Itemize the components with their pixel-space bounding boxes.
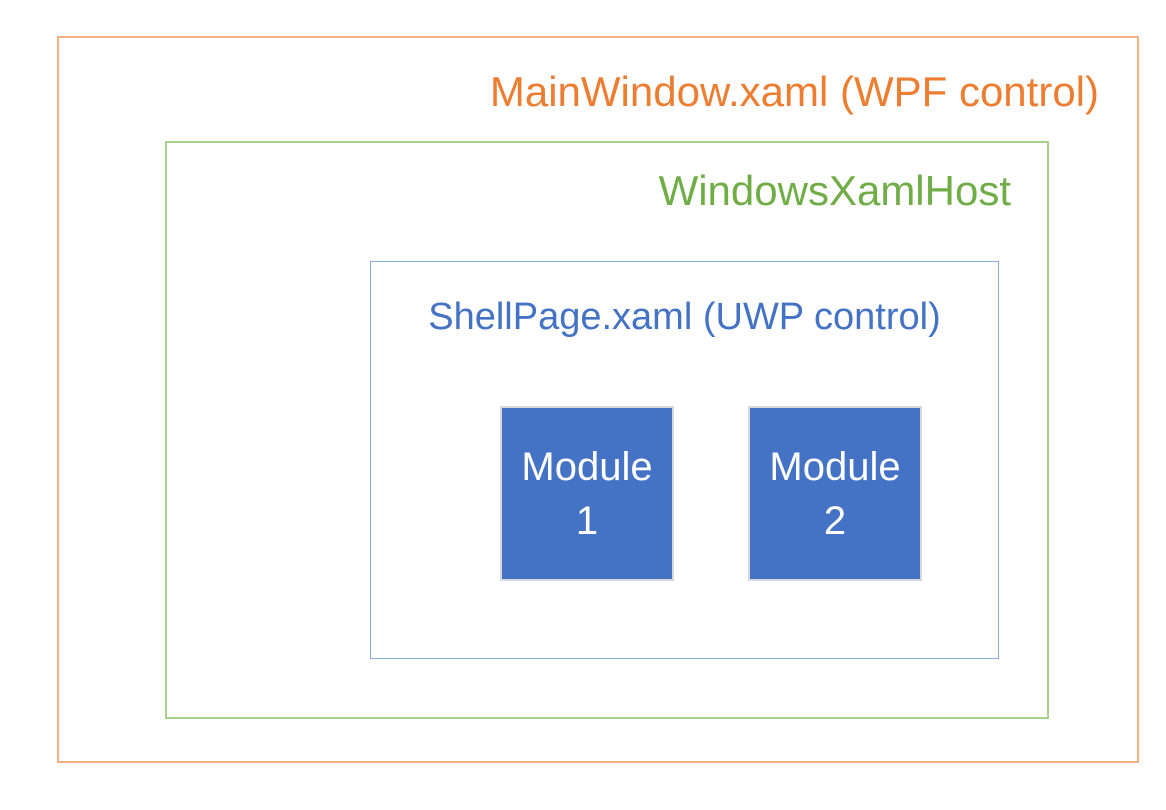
main-window-label: MainWindow.xaml (WPF control) [489,68,1099,115]
module-2-label-line2: 2 [823,498,847,543]
windows-xaml-host-box: WindowsXamlHost ShellPage.xaml (UWP cont… [165,141,1049,719]
main-window-box: MainWindow.xaml (WPF control) WindowsXam… [57,36,1139,763]
module-1-label-line2: 1 [575,498,599,543]
module-1-box: Module 1 [500,406,674,581]
module-2-box: Module 2 [748,406,922,581]
windows-xaml-host-label: WindowsXamlHost [658,167,1011,214]
shell-page-label: ShellPage.xaml (UWP control) [428,296,941,338]
shell-page-box: ShellPage.xaml (UWP control) Module 1 Mo… [370,261,999,659]
module-1-label-line1: Module [521,444,653,489]
module-2-label-line1: Module [769,444,901,489]
